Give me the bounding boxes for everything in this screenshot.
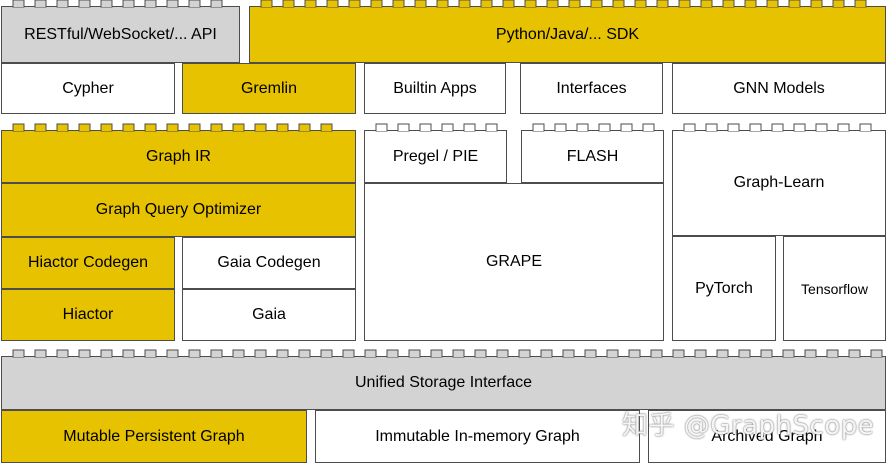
- builtin-apps-label: Builtin Apps: [393, 79, 477, 97]
- grape-label: GRAPE: [485, 253, 542, 270]
- cypher-block: Cypher: [1, 63, 175, 114]
- grape-block: GRAPE: [364, 183, 664, 341]
- unified-storage-label: Unified Storage Interface: [355, 374, 532, 391]
- pregel-pie-label: Pregel / PIE: [392, 147, 479, 165]
- gaia-block: Gaia: [182, 289, 356, 341]
- pregel-pie-block: Pregel / PIE: [364, 130, 507, 183]
- immutable-graph-block: Immutable In-memory Graph: [315, 410, 640, 463]
- gremlin-label: Gremlin: [240, 79, 297, 97]
- graph-learn-label: Graph-Learn: [733, 174, 825, 191]
- gaia-codegen-label: Gaia Codegen: [217, 254, 321, 271]
- gremlin-block: Gremlin: [182, 63, 356, 114]
- graph-query-optimizer-label: Graph Query Optimizer: [95, 201, 262, 218]
- graph-learn-block: Graph-Learn: [672, 130, 886, 236]
- flash-label: FLASH: [566, 147, 619, 165]
- graph-ir-block: Graph IR: [1, 130, 356, 183]
- cypher-label: Cypher: [62, 79, 114, 97]
- hiactor-codegen-label: Hiactor Codegen: [27, 254, 149, 271]
- interfaces-label: Interfaces: [556, 79, 627, 97]
- rest-api-label: RESTful/WebSocket/... API: [24, 25, 217, 43]
- interfaces-block: Interfaces: [520, 63, 663, 114]
- mutable-graph-block: Mutable Persistent Graph: [1, 410, 307, 463]
- sdk-block: Python/Java/... SDK: [249, 6, 886, 63]
- gnn-models-block: GNN Models: [672, 63, 886, 114]
- gaia-codegen-block: Gaia Codegen: [182, 237, 356, 289]
- graph-ir-label: Graph IR: [146, 147, 211, 165]
- watermark-text: 知乎 @GraphScope: [622, 411, 875, 441]
- pytorch-block: PyTorch: [672, 236, 776, 341]
- gnn-models-label: GNN Models: [733, 79, 825, 97]
- gaia-label: Gaia: [252, 306, 286, 323]
- tensorflow-label: Tensorflow: [801, 280, 868, 297]
- graph-query-optimizer-block: Graph Query Optimizer: [1, 183, 356, 237]
- immutable-graph-label: Immutable In-memory Graph: [375, 427, 580, 445]
- unified-storage-block: Unified Storage Interface: [1, 356, 886, 410]
- rest-api-block: RESTful/WebSocket/... API: [1, 6, 240, 63]
- hiactor-label: Hiactor: [62, 306, 114, 323]
- pytorch-label: PyTorch: [695, 279, 753, 297]
- sdk-label: Python/Java/... SDK: [495, 25, 640, 43]
- hiactor-codegen-block: Hiactor Codegen: [1, 237, 175, 289]
- builtin-apps-block: Builtin Apps: [364, 63, 506, 114]
- flash-block: FLASH: [521, 130, 664, 183]
- mutable-graph-label: Mutable Persistent Graph: [63, 427, 245, 445]
- hiactor-block: Hiactor: [1, 289, 175, 341]
- tensorflow-block: Tensorflow: [783, 236, 886, 341]
